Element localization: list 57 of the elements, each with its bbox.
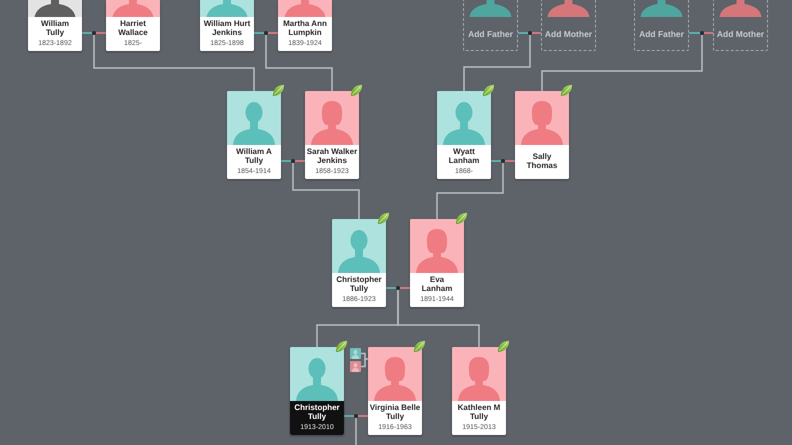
person-card [106,0,160,51]
junction-dot [354,414,358,418]
person-name: William Tully [41,20,69,38]
connector-line [265,35,333,91]
person-name: Harriet Wallace [118,20,148,38]
junction-dot [700,31,704,35]
person-name: William Hurt Jenkins [204,20,250,38]
person-name: Eva Lanham [422,276,452,294]
add-parent-button: Add Mother [541,0,596,51]
connector-line [254,32,264,34]
person-name: Martha Ann Lumpkin [283,20,327,38]
person-name: Wyatt Lanham [448,148,480,166]
connector-line [361,358,368,368]
junction-dot [92,31,96,35]
connector-line [436,163,504,219]
connector-line [505,160,515,162]
connector-line [689,32,700,34]
connector-line [358,415,368,417]
connector-line [281,160,291,162]
connector-line [292,163,360,219]
connector-line [463,35,531,91]
connector-line [532,32,541,34]
person-card [28,0,82,51]
junction-dot [396,286,400,290]
connector-line [82,32,92,34]
person-name: Sarah Walker Jenkins [306,148,358,166]
parent-placeholder-icon [350,361,361,372]
connector-line [344,415,354,417]
add-parent-button: Add Father [634,0,689,51]
junction-dot [501,159,505,163]
person-card [278,0,332,51]
connector-line [518,32,528,34]
person-name: Christopher Tully [294,404,340,422]
parent-placeholder-icon [350,348,361,359]
connector-line [355,418,357,445]
add-parent-button: Add Mother [713,0,768,51]
person-name: Sally Thomas [526,153,558,171]
person-name: Kathleen M Tully [458,404,500,422]
person-name: Christopher Tully [336,276,382,294]
connector-line [361,352,368,360]
connector-line [541,35,703,91]
connector-line [386,287,396,289]
connector-line [400,287,410,289]
person-name: William A Tully [236,148,272,166]
connector-line [268,32,278,34]
add-parent-button: Add Father [463,0,518,51]
person-card [200,0,254,51]
connector-line [704,32,713,34]
connector-line [295,160,305,162]
junction-dot [528,31,532,35]
junction-dot [264,31,268,35]
person-name: Virginia Belle Tully [370,404,420,422]
connector-line [96,32,106,34]
connector-line [397,290,480,347]
connector-line [491,160,501,162]
connector-line [93,35,255,91]
junction-dot [291,159,295,163]
